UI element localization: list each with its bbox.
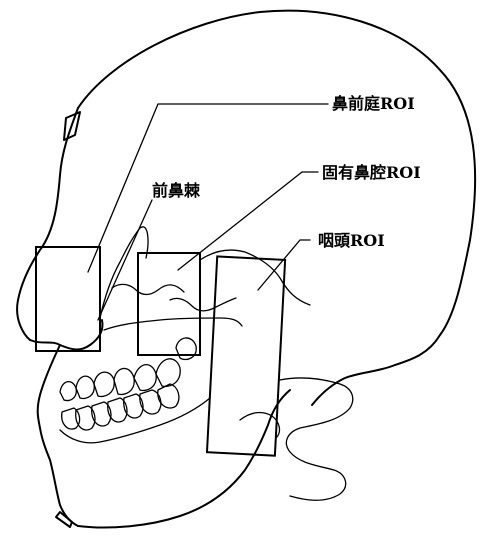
label-pharynx-roi: 咽頭ROI: [318, 231, 385, 250]
chin-mark: [56, 512, 72, 527]
palate-line: [104, 318, 242, 330]
turbinate-line: [112, 284, 184, 294]
pharynx-roi-box: [207, 256, 285, 455]
hyoid-line: [240, 413, 279, 438]
occipital-outline: [312, 365, 395, 405]
maxilla-profile: [38, 345, 78, 526]
lower-teeth: [62, 384, 179, 430]
turbinate-line-2: [170, 298, 236, 311]
leader-anterior-nasal-spine: [98, 200, 152, 320]
label-anterior-nasal-roi: 鼻前庭ROI: [332, 94, 415, 113]
forehead-profile: [17, 108, 78, 340]
anterior-nasal-roi-box: [36, 247, 100, 351]
nose-tip: [30, 320, 103, 350]
label-anterior-nasal-spine: 前鼻棘: [152, 181, 201, 200]
nasal-septum-line: [100, 227, 148, 318]
cervical-spine: [280, 378, 353, 500]
mandible-outline: [78, 390, 290, 528]
upper-teeth: [60, 338, 196, 401]
jaw-inner-line: [60, 398, 210, 443]
label-nasal-cavity-roi: 固有鼻腔ROI: [322, 163, 421, 182]
